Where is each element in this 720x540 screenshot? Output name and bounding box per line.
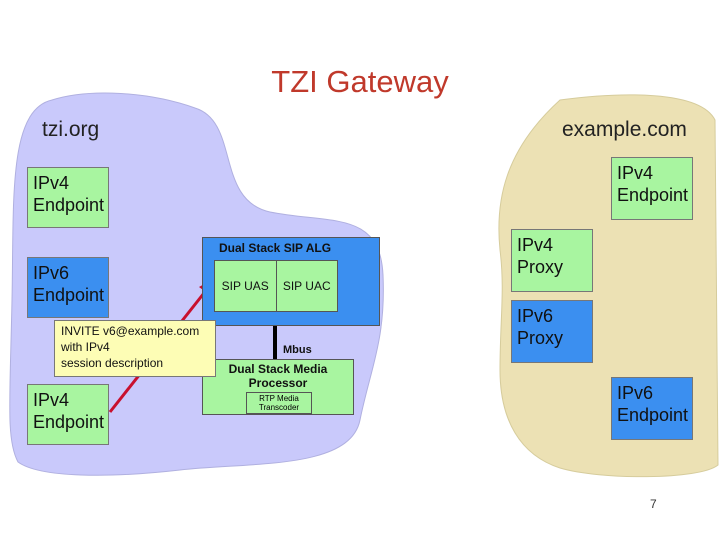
- region-label-tzi-org: tzi.org: [42, 118, 100, 141]
- box-label-line2: Proxy: [517, 257, 564, 277]
- dual-stack-sip-alg: Dual Stack SIP ALG SIP UAS SIP UAC: [202, 237, 380, 326]
- box-label-line2: Endpoint: [33, 195, 105, 215]
- ipv4-proxy: IPv4 Proxy: [511, 229, 593, 292]
- sip-uas: SIP UAS: [221, 279, 269, 293]
- left-ipv4-endpoint-bottom: IPv4 Endpoint: [27, 384, 109, 445]
- box-label-line1: IPv4: [517, 235, 554, 255]
- right-ipv4-endpoint: IPv4 Endpoint: [611, 157, 693, 220]
- rtp-line2: Transcoder: [258, 403, 300, 412]
- box-label-line1: IPv4: [617, 163, 654, 183]
- box-label-line1: IPv6: [617, 383, 654, 403]
- left-ipv6-endpoint: IPv6 Endpoint: [27, 257, 109, 318]
- box-label-line2: Endpoint: [617, 405, 689, 425]
- sip-uas-uac-block: SIP UAS SIP UAC: [214, 260, 338, 312]
- box-label-line2: Endpoint: [617, 185, 689, 205]
- dual-stack-media-processor: Dual Stack Media Processor RTP Media Tra…: [202, 359, 354, 415]
- invite-line3: session description: [61, 356, 164, 370]
- box-label-line2: Endpoint: [33, 412, 105, 432]
- invite-line1: INVITE v6@example.com: [61, 324, 200, 338]
- box-label-line2: Proxy: [517, 328, 564, 348]
- box-label-line1: IPv6: [33, 263, 70, 283]
- box-label-line2: Endpoint: [33, 285, 105, 305]
- box-label-line1: IPv4: [33, 173, 70, 193]
- box-label-line1: IPv6: [517, 306, 554, 326]
- invite-line2: with IPv4: [61, 340, 110, 354]
- ipv6-proxy: IPv6 Proxy: [511, 300, 593, 363]
- rtp-media-transcoder: RTP Media Transcoder: [246, 392, 312, 414]
- alg-title: Dual Stack SIP ALG: [219, 241, 332, 255]
- right-ipv6-endpoint: IPv6 Endpoint: [611, 377, 693, 440]
- media-processor-title: Dual Stack Media Processor: [203, 362, 353, 390]
- rtp-line1: RTP Media: [259, 394, 299, 403]
- region-label-example-com: example.com: [562, 118, 687, 141]
- page-number: 7: [650, 497, 657, 511]
- media-title-line1: Dual Stack Media: [228, 362, 328, 376]
- media-title-line2: Processor: [248, 376, 308, 390]
- left-ipv4-endpoint-top: IPv4 Endpoint: [27, 167, 109, 228]
- box-label-line1: IPv4: [33, 390, 70, 410]
- sip-uac: SIP UAC: [275, 261, 338, 311]
- page-title: TZI Gateway: [271, 64, 449, 99]
- invite-note: INVITE v6@example.com with IPv4 session …: [54, 320, 216, 377]
- mbus-label: Mbus: [283, 344, 312, 356]
